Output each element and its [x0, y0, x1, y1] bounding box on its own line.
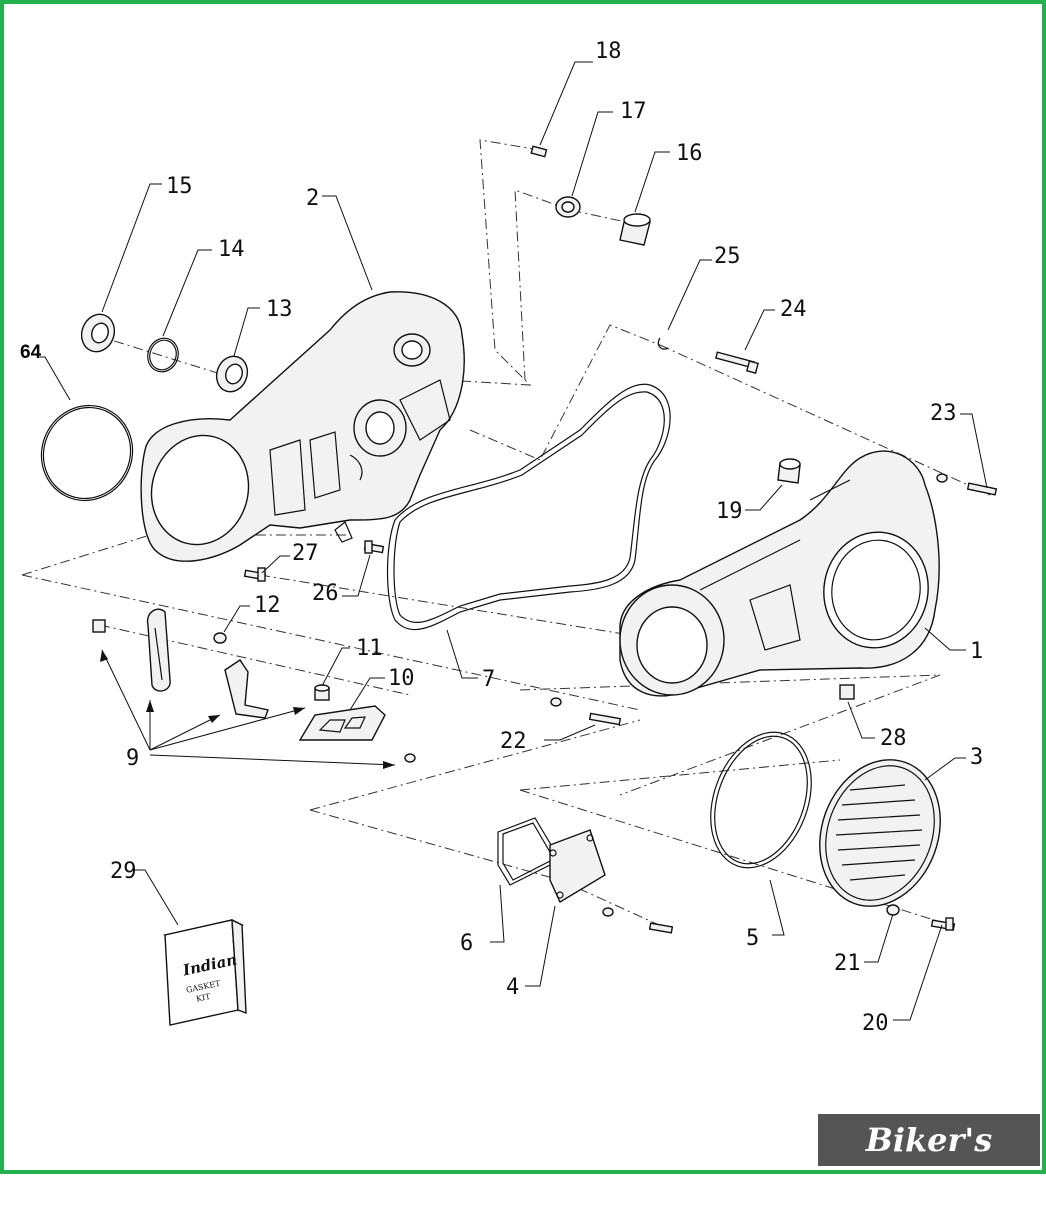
shoe-parts-9	[92, 608, 416, 763]
bushing-19	[777, 458, 801, 484]
label-29: 29	[110, 859, 137, 884]
clip-25	[657, 337, 669, 350]
retaining-ring-14	[147, 337, 179, 373]
dowel-pin-18	[530, 145, 548, 158]
inspection-cover-4	[549, 829, 606, 904]
pin-11	[314, 684, 330, 701]
label-16: 16	[676, 141, 703, 166]
label-23: 23	[930, 401, 957, 426]
derby-gasket-5	[710, 731, 812, 869]
seal-15	[80, 313, 116, 353]
bolt-27	[243, 567, 267, 582]
label-21: 21	[834, 951, 861, 976]
label-1: 1	[970, 639, 983, 664]
label-25: 25	[714, 244, 741, 269]
washer-12	[213, 632, 227, 644]
inner-primary-housing-2	[140, 291, 465, 562]
label-27: 27	[292, 541, 319, 566]
label-3: 3	[970, 745, 983, 770]
label-9: 9	[126, 746, 139, 771]
label-22: 22	[500, 729, 527, 754]
label-10: 10	[388, 666, 415, 691]
label-7: 7	[482, 667, 495, 692]
leader-lines	[40, 61, 988, 1021]
bolt-22	[550, 697, 622, 726]
bolt-23	[936, 473, 998, 496]
bearing-13	[215, 355, 249, 393]
outer-primary-cover-1	[619, 450, 940, 697]
bikers-store-watermark: Biker's Store	[818, 1114, 1040, 1211]
label-20: 20	[862, 1011, 889, 1036]
gasket-7	[386, 383, 671, 631]
label-6: 6	[460, 931, 473, 956]
label-64: 64	[20, 342, 42, 363]
screw-20	[930, 917, 956, 931]
label-18: 18	[595, 39, 622, 64]
label-28: 28	[880, 726, 907, 751]
label-5: 5	[746, 926, 759, 951]
bushing-16	[619, 213, 651, 246]
label-12: 12	[254, 593, 281, 618]
label-17: 17	[620, 99, 647, 124]
label-14: 14	[218, 237, 245, 262]
inspection-gasket-6	[497, 817, 561, 886]
gasket-kit-line2: KIT	[195, 992, 212, 1004]
label-2: 2	[306, 186, 319, 211]
part-9-arrows	[100, 649, 396, 769]
o-ring-64	[40, 404, 134, 502]
label-11: 11	[356, 636, 383, 661]
label-4: 4	[506, 975, 519, 1000]
seal-17	[555, 196, 581, 218]
washer-21	[886, 904, 900, 916]
bolt-24	[715, 351, 759, 374]
gasket-kit-29: Indian GASKET KIT	[162, 918, 247, 1026]
label-15: 15	[166, 174, 193, 199]
bolt-26	[363, 540, 385, 554]
label-26: 26	[312, 581, 339, 606]
label-24: 24	[780, 297, 807, 322]
exploded-parts-diagram: Indian GASKET KIT	[20, 39, 998, 1036]
plug-28	[839, 684, 855, 700]
label-19: 19	[716, 499, 743, 524]
label-13: 13	[266, 297, 293, 322]
screw-4	[602, 907, 674, 934]
diagram-frame	[0, 0, 1046, 1174]
derby-cover-3	[819, 759, 941, 907]
